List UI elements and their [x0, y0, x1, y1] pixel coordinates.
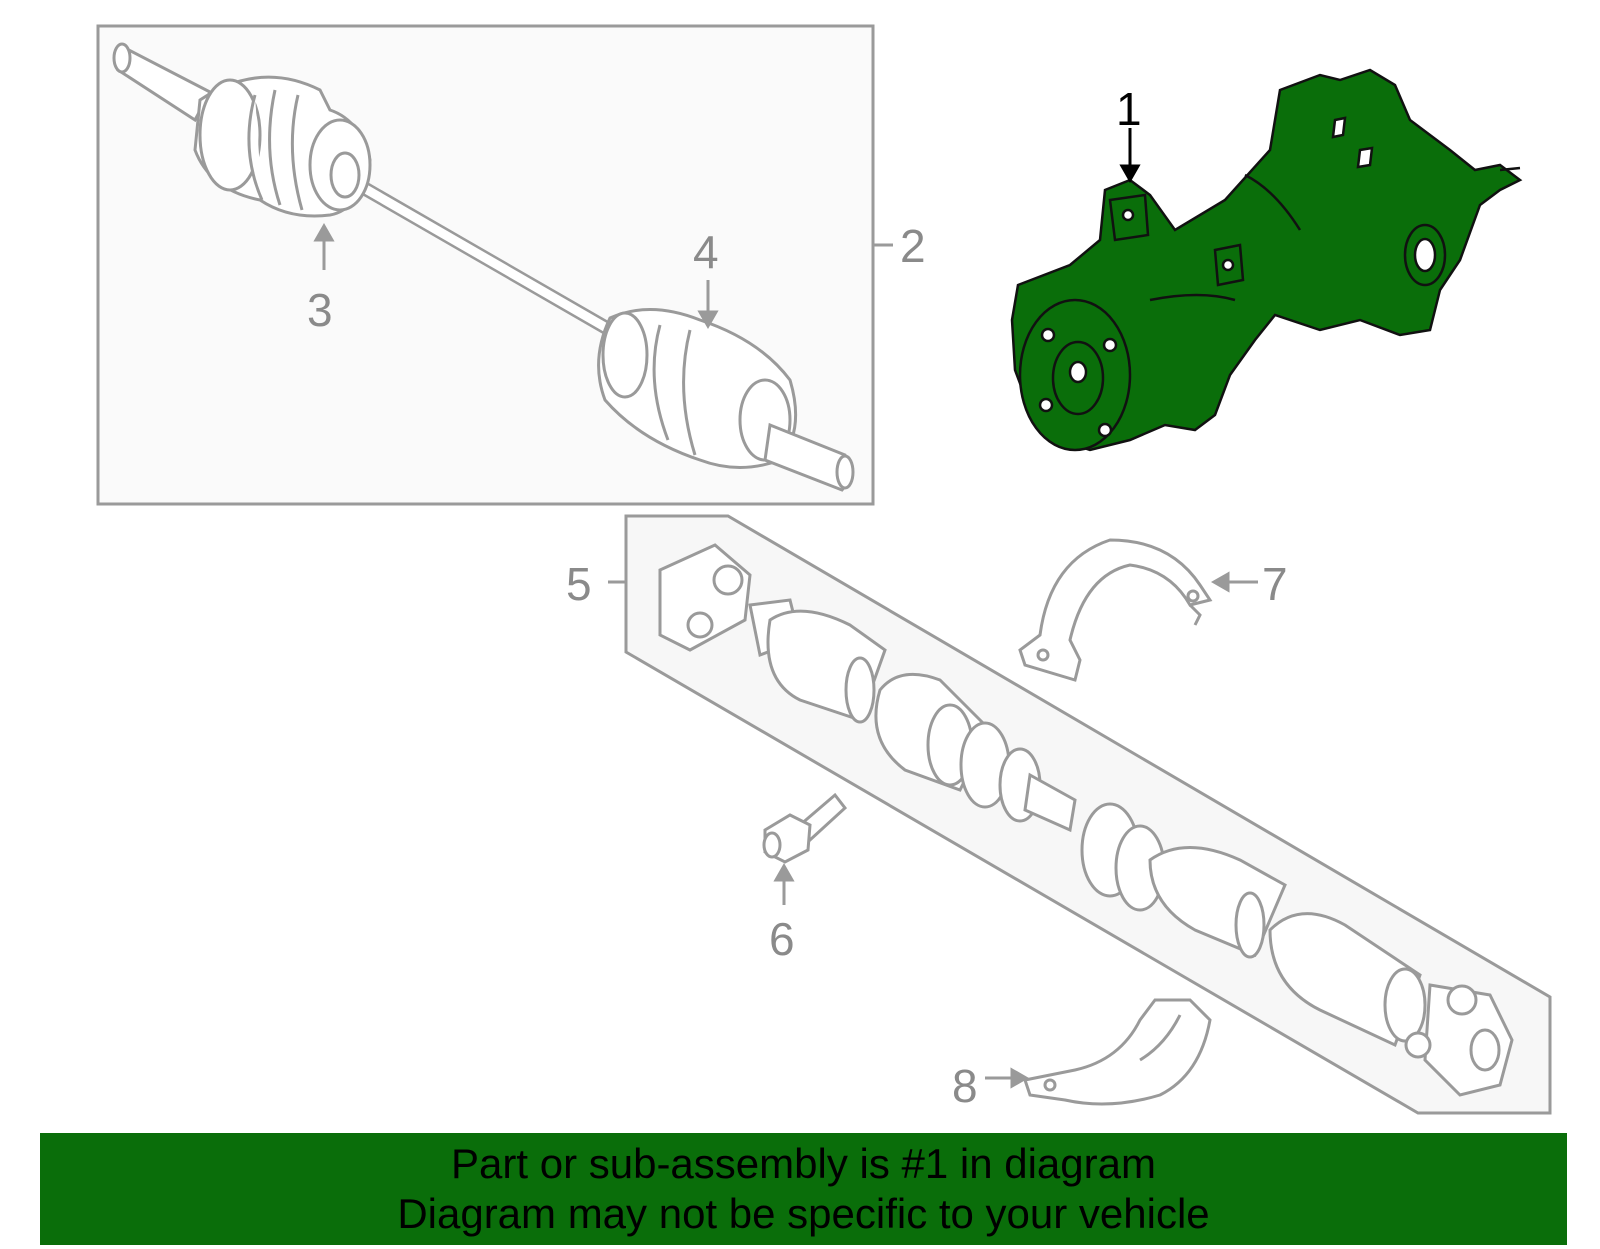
rear-differential — [1010, 68, 1523, 452]
center-support-bracket-upper — [1018, 538, 1213, 682]
banner-line-1: Part or sub-assembly is #1 in diagram — [451, 1140, 1156, 1187]
halfshaft-group — [96, 24, 875, 506]
bolt — [762, 792, 848, 864]
callout-7-leader — [1210, 571, 1258, 593]
info-banner: Part or sub-assembly is #1 in diagram Di… — [40, 1133, 1567, 1245]
driveshaft-group — [608, 514, 1552, 1115]
rear-universal-joint — [1404, 983, 1514, 1097]
banner-line-2: Diagram may not be specific to your vehi… — [397, 1190, 1210, 1237]
callout-3: 3 — [307, 284, 333, 336]
callout-8: 8 — [952, 1060, 978, 1112]
callout-5: 5 — [566, 558, 592, 610]
driveshaft-tube-segments — [766, 609, 1427, 1048]
callout-4: 4 — [693, 226, 719, 278]
callout-7: 7 — [1262, 558, 1288, 610]
callout-leaders-top — [313, 222, 893, 330]
outer-cv-joint — [597, 308, 855, 492]
callout-1-leader — [1119, 128, 1141, 184]
center-support-bracket-lower — [1023, 998, 1212, 1106]
callout-6-leader — [773, 862, 795, 905]
callout-1: 1 — [1116, 83, 1142, 135]
callout-6: 6 — [769, 913, 795, 965]
inner-cv-joint — [193, 75, 372, 218]
callout-8-leader — [985, 1067, 1030, 1089]
callout-2: 2 — [900, 220, 926, 272]
